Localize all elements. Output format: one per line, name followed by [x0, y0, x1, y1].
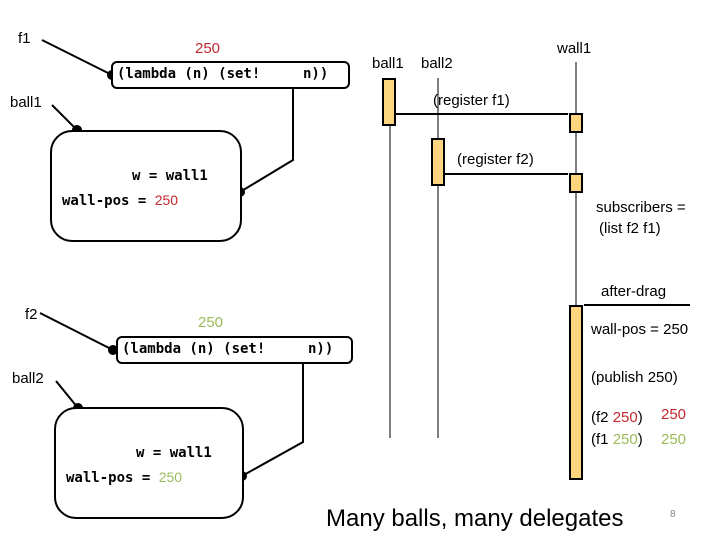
- slide-title: Many balls, many delegates: [326, 505, 624, 532]
- message-label-register-f2: (register f2): [457, 151, 534, 168]
- page-number: 8: [670, 509, 676, 520]
- ball1-label: ball1: [10, 94, 42, 111]
- ball1-pointer-arrow: [51, 104, 82, 135]
- activation-wall1-register-f2: [569, 173, 583, 193]
- note-subscribers-line2: (list f2 f1): [599, 220, 661, 237]
- call-f2-result: 250: [661, 406, 687, 423]
- f2-value-annotation: 250: [198, 314, 224, 331]
- call-f1-argument: 250: [612, 431, 638, 448]
- note-call-f1: (f1 250): [591, 431, 643, 448]
- ball2-w-binding: w = wall1: [136, 445, 212, 461]
- ball1-environment-frame: w = wall1 wall-pos = 250: [50, 130, 242, 242]
- ball2-pointer-arrow: [55, 380, 83, 413]
- lifeline-label-ball1: ball1: [372, 55, 404, 72]
- ball2-label: ball2: [12, 370, 44, 387]
- f2-set-target-arrow: [237, 350, 304, 481]
- call-f1-prefix: (f1: [591, 431, 613, 448]
- ball1-wall-pos-value: 250: [154, 192, 179, 208]
- f2-label: f2: [25, 306, 38, 323]
- f2-lambda-box: (lambda (n) (set! n)): [116, 336, 353, 364]
- f1-lambda-box: (lambda (n) (set! n)): [111, 61, 350, 89]
- activation-wall1-register-f1: [569, 113, 583, 133]
- call-f2-suffix: ): [637, 409, 643, 426]
- f1-value-annotation: 250: [195, 40, 221, 57]
- f1-lambda-code-prefix: (lambda (n) (set!: [117, 66, 261, 82]
- ball2-wall-pos-value: 250: [158, 469, 183, 485]
- call-f1-suffix: ): [637, 431, 643, 448]
- activation-ball1: [382, 78, 396, 126]
- activation-ball2: [431, 138, 445, 186]
- activation-wall1-after-drag: [569, 305, 583, 480]
- note-publish: (publish 250): [591, 369, 678, 386]
- f1-lambda-code-suffix: n)): [303, 66, 329, 82]
- message-label-register-f1: (register f1): [433, 92, 510, 109]
- f2-lambda-code-suffix: n)): [308, 341, 334, 357]
- f1-pointer-arrow: [41, 39, 117, 80]
- f2-pointer-arrow: [39, 312, 118, 355]
- ball1-wall-pos-label: wall-pos =: [62, 193, 155, 209]
- f1-set-target-arrow: [235, 73, 294, 197]
- call-f2-argument: 250: [612, 409, 638, 426]
- message-label-after-drag: after-drag: [601, 283, 667, 300]
- f1-label: f1: [18, 30, 31, 47]
- note-wall-pos: wall-pos = 250: [591, 321, 689, 338]
- note-call-f2: (f2 250): [591, 409, 643, 426]
- ball1-w-binding: w = wall1: [132, 168, 208, 184]
- ball2-wall-pos-label: wall-pos =: [66, 470, 159, 486]
- call-f2-prefix: (f2: [591, 409, 613, 426]
- call-f1-result: 250: [661, 431, 687, 448]
- ball2-environment-frame: w = wall1 wall-pos = 250: [54, 407, 244, 519]
- note-subscribers-line1: subscribers =: [596, 199, 686, 216]
- lifeline-label-ball2: ball2: [421, 55, 453, 72]
- f2-lambda-code-prefix: (lambda (n) (set!: [122, 341, 266, 357]
- lifeline-label-wall1: wall1: [557, 40, 592, 57]
